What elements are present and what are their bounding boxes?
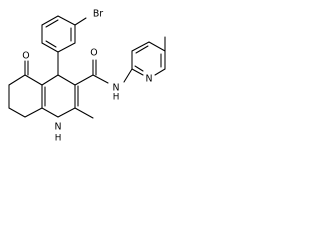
carboxamide-bonds <box>74 59 109 86</box>
cyclohexanone-ring <box>8 74 43 118</box>
chemical-structure-diagram: Br O N H O N H <box>8 9 166 144</box>
bromophenyl-ring <box>41 15 87 53</box>
ring-hydrogen-label: H <box>55 134 62 144</box>
bromine-atom-label: Br <box>93 9 103 20</box>
dihydropyridine-ring <box>41 51 79 118</box>
ring-nitrogen-label: N <box>54 122 61 133</box>
amide-nitrogen-label: N <box>112 83 119 94</box>
ring-methyl-bond <box>74 107 94 119</box>
ketone-oxygen-label: O <box>22 51 29 62</box>
pyridine-nitrogen-label: N <box>145 74 152 85</box>
amide-hydrogen-label: H <box>113 93 120 103</box>
pyridine-ring <box>123 36 166 83</box>
amide-oxygen-label: O <box>90 48 97 59</box>
ketone-double-bond <box>24 60 29 76</box>
